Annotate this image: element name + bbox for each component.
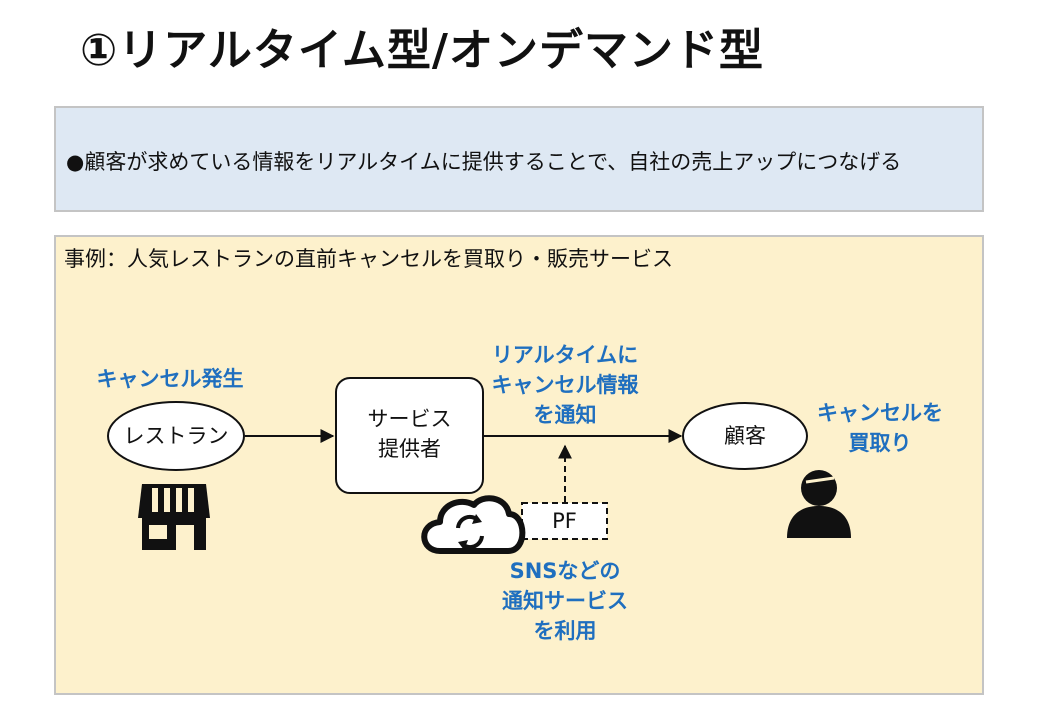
service-provider-node bbox=[335, 377, 484, 494]
buy-line2: 買取り bbox=[848, 431, 912, 455]
buy-line1: キャンセルを bbox=[817, 401, 943, 425]
store-icon bbox=[138, 484, 210, 550]
cancel-occurs-label: キャンセル発生 bbox=[96, 367, 244, 391]
cloud-sync-icon bbox=[421, 495, 526, 554]
restaurant-node bbox=[107, 401, 245, 471]
sns-line1: SNSなどの bbox=[509, 559, 621, 583]
sns-line2: 通知サービス bbox=[502, 589, 628, 613]
bullet: ● bbox=[66, 150, 85, 174]
summary-sentence: 顧客が求めている情報をリアルタイムに提供することで、自社の売上アップにつなげる bbox=[84, 150, 902, 174]
sns-label: SNSなどの 通知サービス を利用 bbox=[470, 556, 660, 646]
notify-line1: リアルタイムに bbox=[491, 343, 639, 367]
pf-label: PF bbox=[552, 509, 577, 533]
sns-line3: を利用 bbox=[533, 619, 597, 643]
service-provider-line1: サービス bbox=[367, 407, 452, 431]
restaurant-label: レストラン bbox=[123, 424, 229, 448]
notify-line2: キャンセル情報 bbox=[491, 373, 639, 397]
service-provider-line2: 提供者 bbox=[378, 437, 441, 461]
customer-label: 顧客 bbox=[724, 424, 766, 448]
page-title: ①リアルタイム型/オンデマンド型 bbox=[80, 25, 765, 76]
service-provider-label: サービス 提供者 bbox=[336, 404, 483, 464]
example-heading: 事例：人気レストランの直前キャンセルを買取り・販売サービス bbox=[64, 247, 673, 271]
customer-node bbox=[682, 402, 808, 470]
summary-box: ●顧客が求めている情報をリアルタイムに提供することで、自社の売上アップにつなげる bbox=[54, 106, 984, 212]
person-icon bbox=[787, 470, 851, 538]
notify-line3: を通知 bbox=[533, 403, 597, 427]
summary-text: ●顧客が求めている情報をリアルタイムに提供することで、自社の売上アップにつなげる bbox=[66, 146, 901, 176]
buy-cancellation-label: キャンセルを 買取り bbox=[800, 398, 960, 458]
notify-label: リアルタイムに キャンセル情報 を通知 bbox=[470, 340, 660, 430]
